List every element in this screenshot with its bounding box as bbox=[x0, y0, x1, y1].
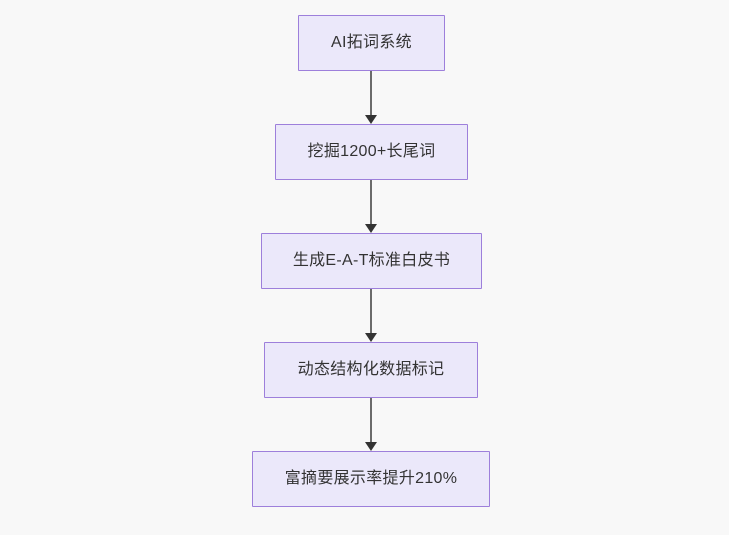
flow-node-ai-keyword-system[interactable]: AI拓词系统 bbox=[298, 15, 445, 71]
flow-node-label: 富摘要展示率提升210% bbox=[284, 470, 458, 488]
flow-node-label: 挖掘1200+长尾词 bbox=[307, 143, 436, 161]
flow-node-label: AI拓词系统 bbox=[331, 34, 412, 52]
flow-node-label: 生成E-A-T标准白皮书 bbox=[292, 252, 451, 270]
arrowhead-icon bbox=[365, 333, 377, 342]
arrowhead-icon bbox=[365, 224, 377, 233]
arrowhead-icon bbox=[365, 115, 377, 124]
flow-node-mine-longtail-keywords[interactable]: 挖掘1200+长尾词 bbox=[275, 124, 468, 180]
flow-edge-n2-n3 bbox=[364, 180, 378, 233]
arrowhead-icon bbox=[365, 442, 377, 451]
flow-node-rich-snippet-rate-increase[interactable]: 富摘要展示率提升210% bbox=[252, 451, 490, 507]
flow-node-dynamic-structured-data-markup[interactable]: 动态结构化数据标记 bbox=[264, 342, 478, 398]
flow-edge-n1-n2 bbox=[364, 71, 378, 124]
flow-node-label: 动态结构化数据标记 bbox=[297, 361, 445, 379]
flow-edge-n3-n4 bbox=[364, 289, 378, 342]
flow-edge-n4-n5 bbox=[364, 398, 378, 451]
flow-node-generate-eat-whitepaper[interactable]: 生成E-A-T标准白皮书 bbox=[261, 233, 482, 289]
